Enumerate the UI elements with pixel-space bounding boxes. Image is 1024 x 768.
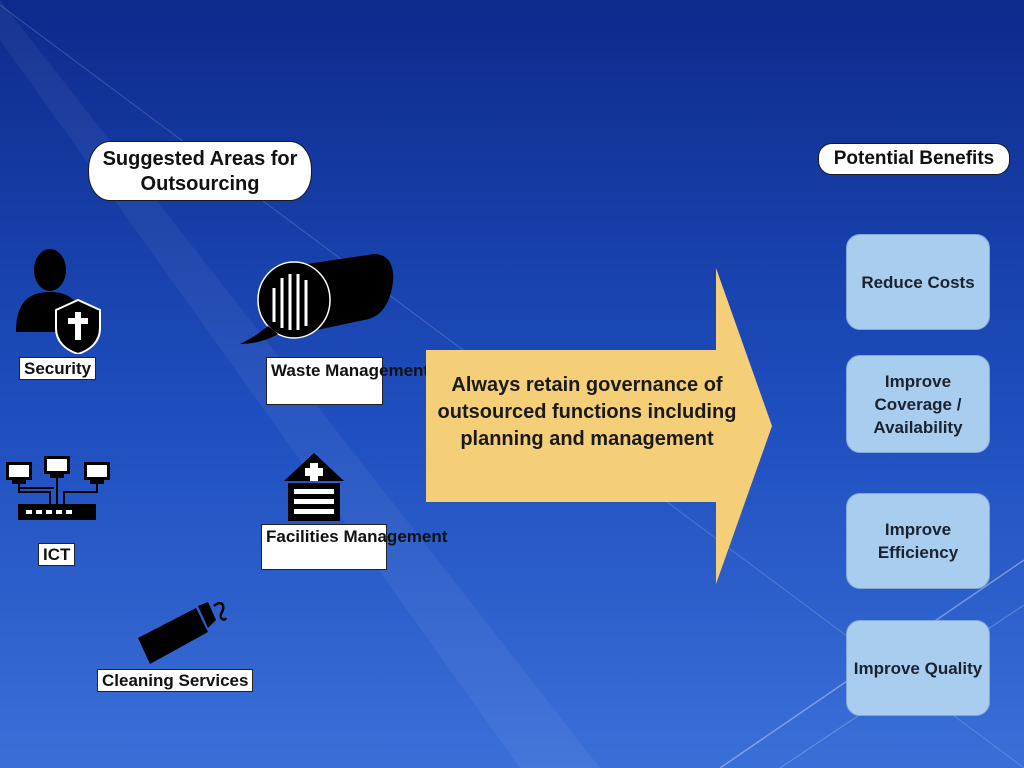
waste-barrel-icon bbox=[240, 254, 394, 344]
label-cleaning-services: Cleaning Services bbox=[97, 669, 254, 692]
label-security: Security bbox=[19, 357, 97, 380]
cleaning-tube-icon bbox=[138, 601, 228, 664]
label-ict: ICT bbox=[38, 543, 76, 566]
governance-text: Always retain governance of outsourced f… bbox=[437, 374, 737, 450]
label-waste-management: Waste Management bbox=[266, 357, 429, 405]
label-facilities-management: Facilities Management bbox=[261, 524, 447, 570]
person-shield-icon bbox=[16, 249, 101, 354]
facilities-building-icon bbox=[284, 453, 344, 521]
benefit-improve-efficiency: Improve Efficiency bbox=[846, 493, 990, 589]
governance-arrow bbox=[426, 268, 772, 584]
benefit-reduce-costs: Reduce Costs bbox=[846, 234, 990, 330]
areas-title: Suggested Areas for Outsourcing bbox=[88, 141, 312, 201]
benefit-improve-quality: Improve Quality bbox=[846, 620, 990, 716]
benefits-title: Potential Benefits bbox=[818, 143, 1010, 175]
network-computers-icon bbox=[6, 456, 110, 520]
benefit-improve-coverage: Improve Coverage / Availability bbox=[846, 355, 990, 453]
